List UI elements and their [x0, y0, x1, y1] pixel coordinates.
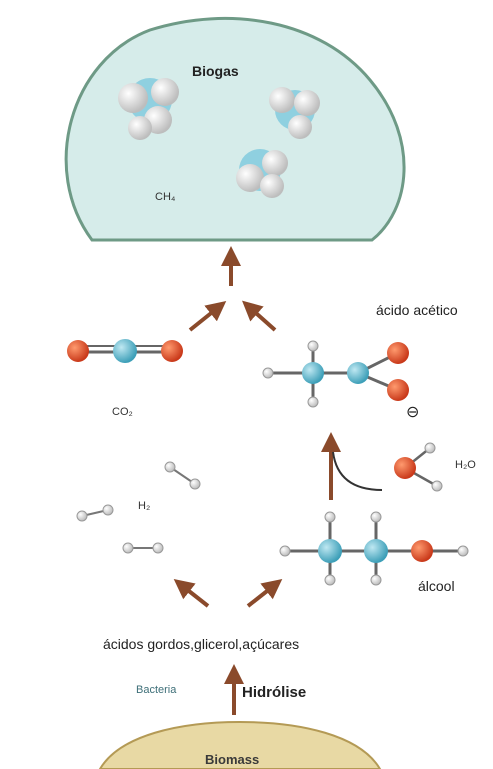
methane-formula: CH₄	[155, 191, 176, 203]
water-molecule	[394, 442, 443, 492]
arrow-to-h2	[173, 579, 210, 608]
h2-label: H₂	[138, 500, 151, 512]
biomass-label: Biomass	[205, 752, 260, 767]
intermediates-label: ácidos gordos,glicerol,açúcares	[103, 636, 300, 652]
hydrolysis-label: Hidrólise	[242, 684, 307, 701]
water-label: H₂O	[455, 459, 476, 471]
arrow-acetic-up	[242, 300, 277, 332]
water-curve	[332, 451, 383, 491]
acetic-acid-molecule	[262, 340, 409, 408]
h2-molecule-1	[164, 461, 201, 490]
methane-molecule-1	[118, 78, 179, 140]
h2-molecule-2	[76, 504, 114, 522]
h2-molecule-3	[122, 542, 164, 554]
alcohol-label: álcool	[418, 578, 455, 594]
arrow-to-alcohol	[246, 579, 283, 608]
alcohol-molecule	[279, 511, 469, 586]
biomass-dome	[98, 720, 382, 769]
acetic-charge: ⊖	[406, 404, 420, 421]
arrow-co2-up	[188, 301, 227, 332]
co2-label: CO₂	[112, 406, 133, 418]
biogas-title: Biogas	[192, 63, 239, 79]
bacteria-label: Bacteria	[136, 684, 177, 696]
methane-molecule-2	[269, 87, 320, 139]
biogas-bubble	[64, 16, 406, 242]
acetic-acid-label: ácido acético	[376, 302, 458, 318]
methane-molecule-3	[236, 149, 288, 198]
co2-molecule	[67, 339, 183, 363]
